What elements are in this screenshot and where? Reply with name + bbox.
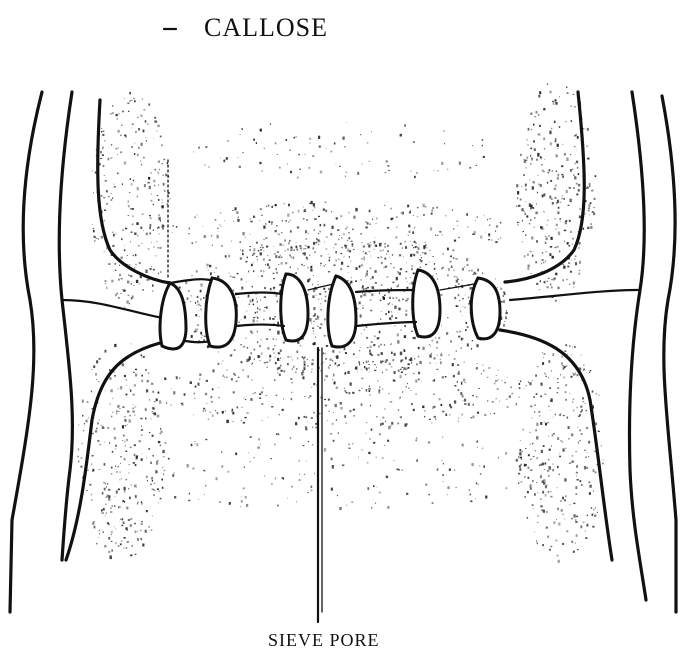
plate-wall-left-top	[170, 279, 210, 283]
plate-wall-segment-b	[440, 284, 474, 290]
sieve-pore-label: SIEVE PORE	[268, 630, 380, 650]
sieve-pore-plug-2	[206, 274, 308, 347]
left-cell-wall-inner	[59, 92, 72, 560]
left-wall-joint	[62, 300, 163, 318]
right-wall-joint	[510, 290, 640, 300]
right-cell-wall-outer	[662, 96, 676, 612]
sieve-pore-plug-3	[328, 270, 440, 347]
left-cell-wall-outer	[10, 92, 42, 612]
callose-plug-4	[471, 278, 500, 339]
callose-label: CALLOSE	[204, 13, 328, 42]
callose-plug-1	[160, 283, 186, 349]
left-upper-cell-boundary	[98, 100, 170, 283]
right-lower-cell-boundary	[500, 330, 612, 560]
right-cell-wall-inner	[629, 92, 646, 600]
